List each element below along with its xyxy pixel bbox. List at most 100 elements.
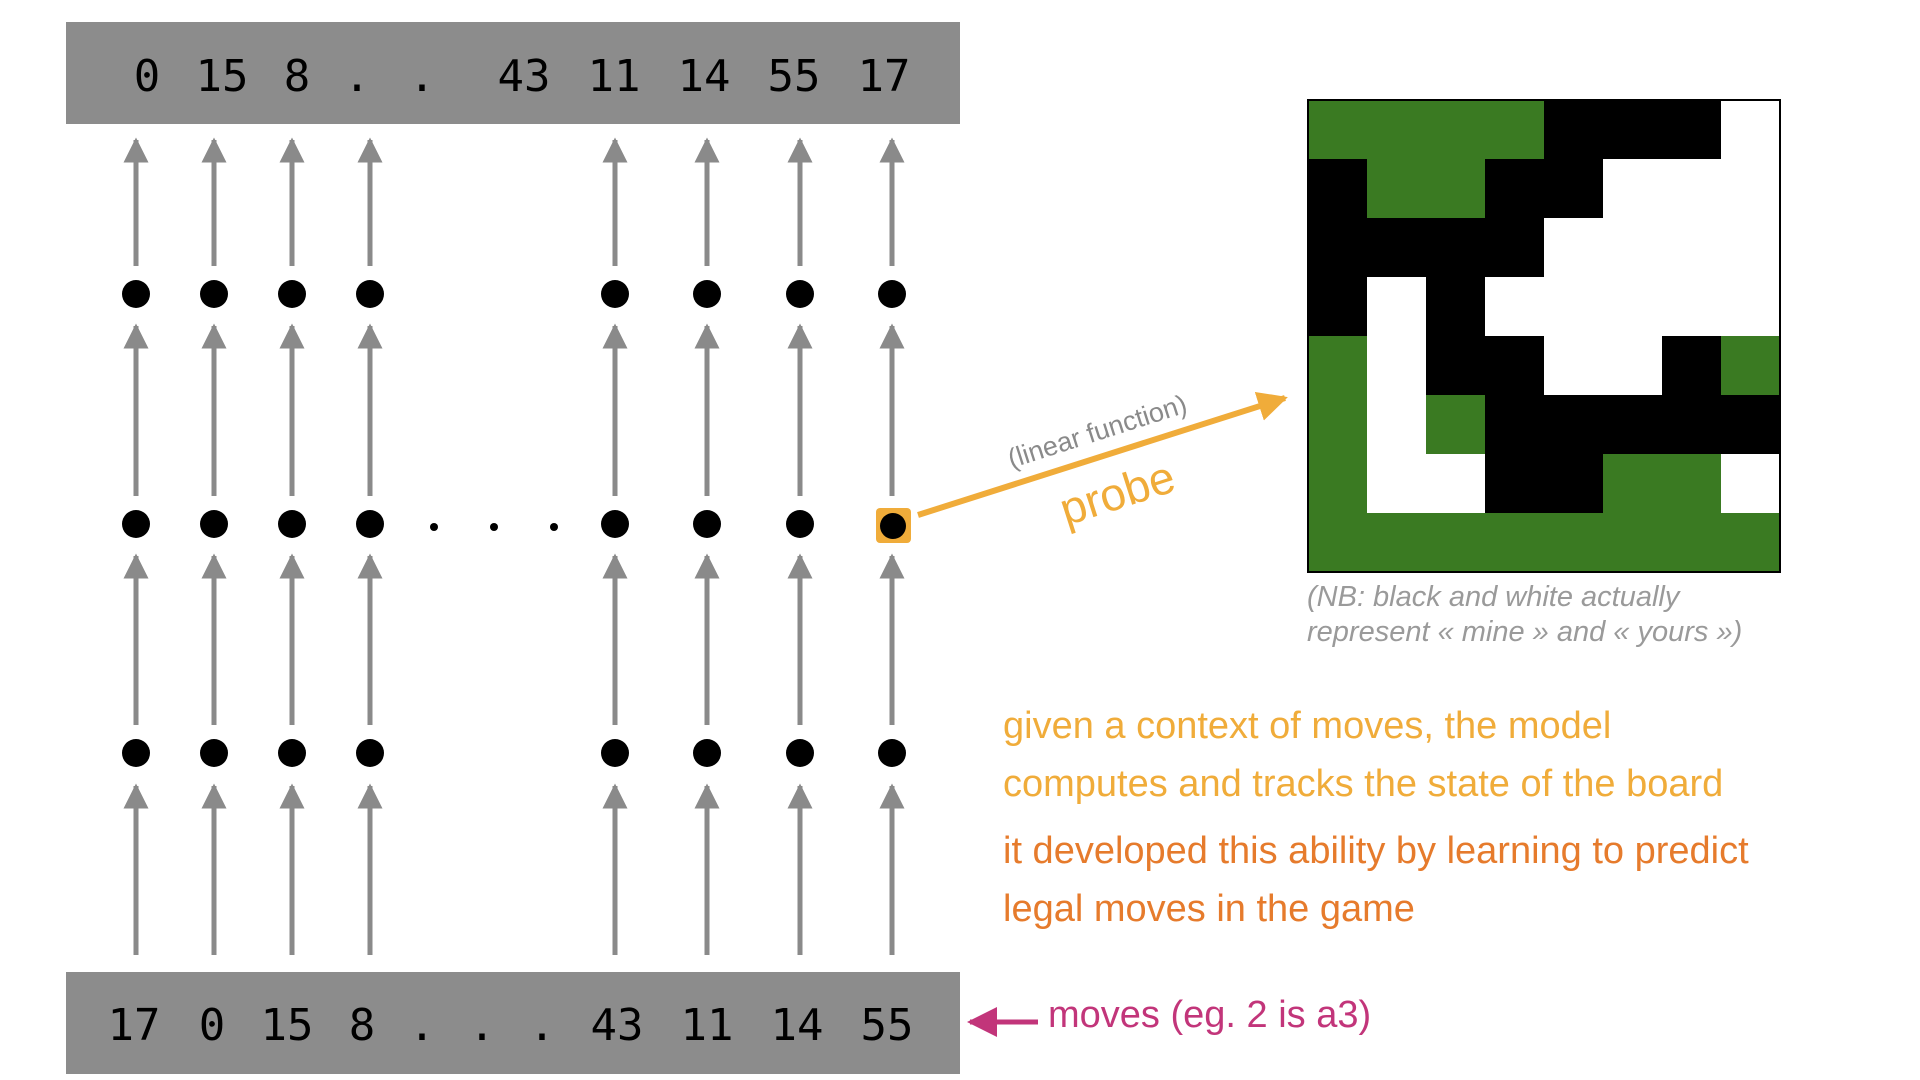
board-cell (1662, 513, 1722, 573)
board-cell (1367, 454, 1427, 514)
column (601, 137, 629, 955)
input-token: 43 (591, 1000, 644, 1051)
board-cell (1544, 218, 1604, 278)
output-token: 11 (588, 51, 641, 102)
board-cell (1426, 100, 1486, 160)
moves-label: moves (eg. 2 is a3) (1048, 994, 1372, 1036)
board-cell (1426, 395, 1486, 455)
output-token: 43 (498, 51, 551, 102)
column (278, 137, 306, 955)
board-cell (1308, 100, 1368, 160)
board-cell (1603, 159, 1663, 219)
output-token: 8 (284, 51, 311, 102)
activation-node (693, 280, 721, 308)
board-cell (1603, 454, 1663, 514)
board-cell (1721, 159, 1781, 219)
board-cell (1662, 277, 1722, 337)
input-token: 15 (261, 1000, 314, 1051)
board-cell (1544, 277, 1604, 337)
board-cell (1426, 336, 1486, 396)
input-token-bar (66, 972, 960, 1074)
board-cell (1308, 159, 1368, 219)
activation-node (122, 510, 150, 538)
board-cell (1721, 454, 1781, 514)
input-token: 8 (349, 1000, 376, 1051)
board-cell (1308, 336, 1368, 396)
input-token: 11 (681, 1000, 734, 1051)
board-border (1307, 99, 1781, 573)
board-cell (1721, 395, 1781, 455)
board-cell (1367, 277, 1427, 337)
probe-arrow (917, 391, 1288, 518)
board-cell (1662, 159, 1722, 219)
board-cell (1367, 336, 1427, 396)
board-cell (1544, 336, 1604, 396)
board-cell (1721, 100, 1781, 160)
layer-ellipsis (430, 523, 558, 531)
board-cell (1544, 159, 1604, 219)
board-cell (1603, 218, 1663, 278)
board-cell (1662, 454, 1722, 514)
activation-node (878, 280, 906, 308)
activation-node (601, 510, 629, 538)
transformer-columns (122, 137, 906, 955)
board-cell (1367, 100, 1427, 160)
board-cell (1485, 336, 1545, 396)
explanation-line-3: it developed this ability by learning to… (1003, 830, 1749, 872)
column (122, 137, 150, 955)
activation-node (278, 510, 306, 538)
input-token: 14 (771, 1000, 824, 1051)
board-cell (1603, 277, 1663, 337)
board-cell (1721, 218, 1781, 278)
board-note-line-1: (NB: black and white actually (1307, 581, 1680, 613)
activation-node (200, 510, 228, 538)
board-cell (1426, 159, 1486, 219)
input-token: 0 (199, 1000, 226, 1051)
othello-board (1308, 100, 1781, 573)
activation-node (786, 510, 814, 538)
explanation-line-1: given a context of moves, the model (1003, 705, 1612, 747)
output-token: . (344, 51, 371, 102)
activation-node (200, 739, 228, 767)
activation-node (693, 510, 721, 538)
board-cell (1544, 100, 1604, 160)
board-cell (1367, 513, 1427, 573)
board-cell (1485, 277, 1545, 337)
board-cell (1308, 454, 1368, 514)
column (356, 137, 384, 955)
board-cell (1721, 336, 1781, 396)
board-cell (1485, 513, 1545, 573)
board-cell (1308, 395, 1368, 455)
activation-node (356, 280, 384, 308)
board-cell (1367, 395, 1427, 455)
board-cell (1367, 218, 1427, 278)
explanation-line-2: computes and tracks the state of the boa… (1003, 763, 1724, 805)
output-token: 55 (768, 51, 821, 102)
activation-node (122, 280, 150, 308)
board-cell (1662, 218, 1722, 278)
board-cell (1662, 336, 1722, 396)
board-cell (1308, 277, 1368, 337)
output-token: 14 (678, 51, 731, 102)
activation-node (786, 280, 814, 308)
board-cell (1426, 513, 1486, 573)
board-cell (1544, 454, 1604, 514)
board-cell (1721, 277, 1781, 337)
board-cell (1367, 159, 1427, 219)
board-cell (1426, 218, 1486, 278)
board-cell (1662, 395, 1722, 455)
board-cell (1426, 277, 1486, 337)
activation-node (278, 280, 306, 308)
board-cell (1426, 454, 1486, 514)
output-token: 15 (196, 51, 249, 102)
activation-node (786, 739, 814, 767)
activation-node (693, 739, 721, 767)
activation-node (601, 280, 629, 308)
board-cell (1308, 513, 1368, 573)
board-cell (1485, 159, 1545, 219)
input-token: 55 (861, 1000, 914, 1051)
board-cell (1544, 513, 1604, 573)
